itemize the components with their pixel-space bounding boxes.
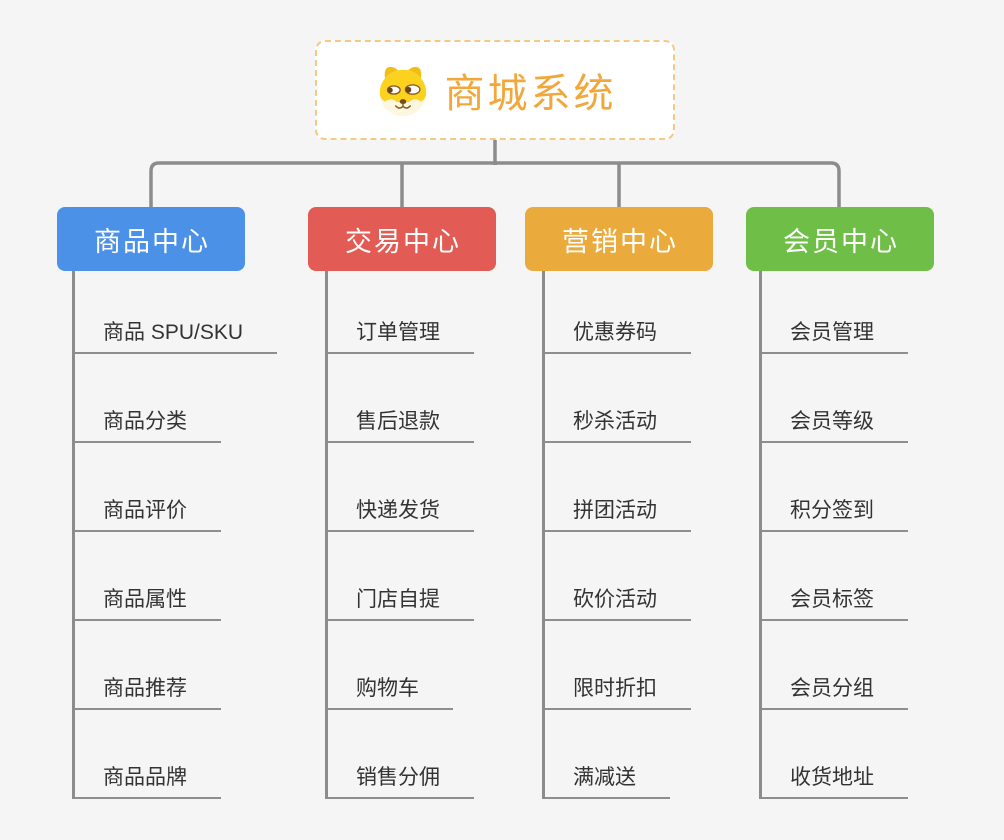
leaf-node[interactable]: 购物车 xyxy=(328,672,453,710)
branch-children-marketing-center: 优惠券码 秒杀活动 拼团活动 砍价活动 限时折扣 满减送 xyxy=(542,271,691,799)
leaf-node[interactable]: 门店自提 xyxy=(328,583,474,621)
leaf-row: 收货地址 xyxy=(762,710,908,799)
branch-node-product-center[interactable]: 商品中心 xyxy=(57,207,245,271)
branch-bus-connector xyxy=(149,161,841,207)
leaf-node[interactable]: 会员管理 xyxy=(762,316,908,354)
leaf-row: 拼团活动 xyxy=(545,443,691,532)
leaf-row: 门店自提 xyxy=(328,532,474,621)
leaf-node[interactable]: 会员标签 xyxy=(762,583,908,621)
branch-node-marketing-center[interactable]: 营销中心 xyxy=(525,207,713,271)
leaf-row: 商品推荐 xyxy=(75,621,277,710)
leaf-node[interactable]: 订单管理 xyxy=(328,316,474,354)
leaf-row: 商品评价 xyxy=(75,443,277,532)
branch-node-trade-center[interactable]: 交易中心 xyxy=(308,207,496,271)
leaf-row: 限时折扣 xyxy=(545,621,691,710)
root-node-title: 商城系统 xyxy=(444,72,617,116)
leaf-row: 秒杀活动 xyxy=(545,354,691,443)
leaf-row: 满减送 xyxy=(545,710,691,799)
leaf-row: 会员等级 xyxy=(762,354,908,443)
leaf-node[interactable]: 会员分组 xyxy=(762,672,908,710)
leaf-node[interactable]: 快递发货 xyxy=(328,494,474,532)
leaf-row: 销售分佣 xyxy=(328,710,474,799)
leaf-node[interactable]: 秒杀活动 xyxy=(545,405,691,443)
branch-children-trade-center: 订单管理 售后退款 快递发货 门店自提 购物车 销售分佣 xyxy=(325,271,474,799)
leaf-row: 积分签到 xyxy=(762,443,908,532)
leaf-node[interactable]: 拼团活动 xyxy=(545,494,691,532)
leaf-row: 购物车 xyxy=(328,621,474,710)
leaf-row: 售后退款 xyxy=(328,354,474,443)
leaf-node[interactable]: 售后退款 xyxy=(328,405,474,443)
branch-node-label: 营销中心 xyxy=(562,226,678,257)
leaf-row: 商品分类 xyxy=(75,354,277,443)
leaf-node[interactable]: 会员等级 xyxy=(762,405,908,443)
leaf-row: 会员标签 xyxy=(762,532,908,621)
leaf-row: 商品品牌 xyxy=(75,710,277,799)
leaf-row: 优惠券码 xyxy=(545,271,691,354)
dog-face-icon xyxy=(379,66,426,117)
leaf-row: 订单管理 xyxy=(328,271,474,354)
root-node[interactable]: 商城系统 xyxy=(315,40,675,140)
leaf-node[interactable]: 商品评价 xyxy=(75,494,221,532)
branch-node-label: 交易中心 xyxy=(345,226,461,257)
leaf-node[interactable]: 商品品牌 xyxy=(75,761,221,799)
leaf-node[interactable]: 满减送 xyxy=(545,761,670,799)
leaf-node[interactable]: 限时折扣 xyxy=(545,672,691,710)
leaf-node[interactable]: 商品分类 xyxy=(75,405,221,443)
leaf-node[interactable]: 优惠券码 xyxy=(545,316,691,354)
leaf-node[interactable]: 销售分佣 xyxy=(328,761,474,799)
leaf-node[interactable]: 积分签到 xyxy=(762,494,908,532)
leaf-node[interactable]: 商品属性 xyxy=(75,583,221,621)
leaf-node[interactable]: 商品 SPU/SKU xyxy=(75,316,278,354)
leaf-node[interactable]: 商品推荐 xyxy=(75,672,221,710)
leaf-row: 砍价活动 xyxy=(545,532,691,621)
leaf-row: 商品 SPU/SKU xyxy=(75,271,278,354)
leaf-row: 会员分组 xyxy=(762,621,908,710)
branch-node-label: 商品中心 xyxy=(94,226,210,257)
branch-node-label: 会员中心 xyxy=(783,226,899,257)
leaf-node[interactable]: 砍价活动 xyxy=(545,583,691,621)
leaf-row: 商品属性 xyxy=(75,532,277,621)
branch-children-member-center: 会员管理 会员等级 积分签到 会员标签 会员分组 收货地址 xyxy=(759,271,908,799)
leaf-node[interactable]: 收货地址 xyxy=(762,761,908,799)
leaf-row: 快递发货 xyxy=(328,443,474,532)
leaf-row: 会员管理 xyxy=(762,271,908,354)
branch-children-product-center: 商品 SPU/SKU 商品分类 商品评价 商品属性 商品推荐 商品品牌 xyxy=(72,271,278,799)
branch-node-member-center[interactable]: 会员中心 xyxy=(746,207,934,271)
